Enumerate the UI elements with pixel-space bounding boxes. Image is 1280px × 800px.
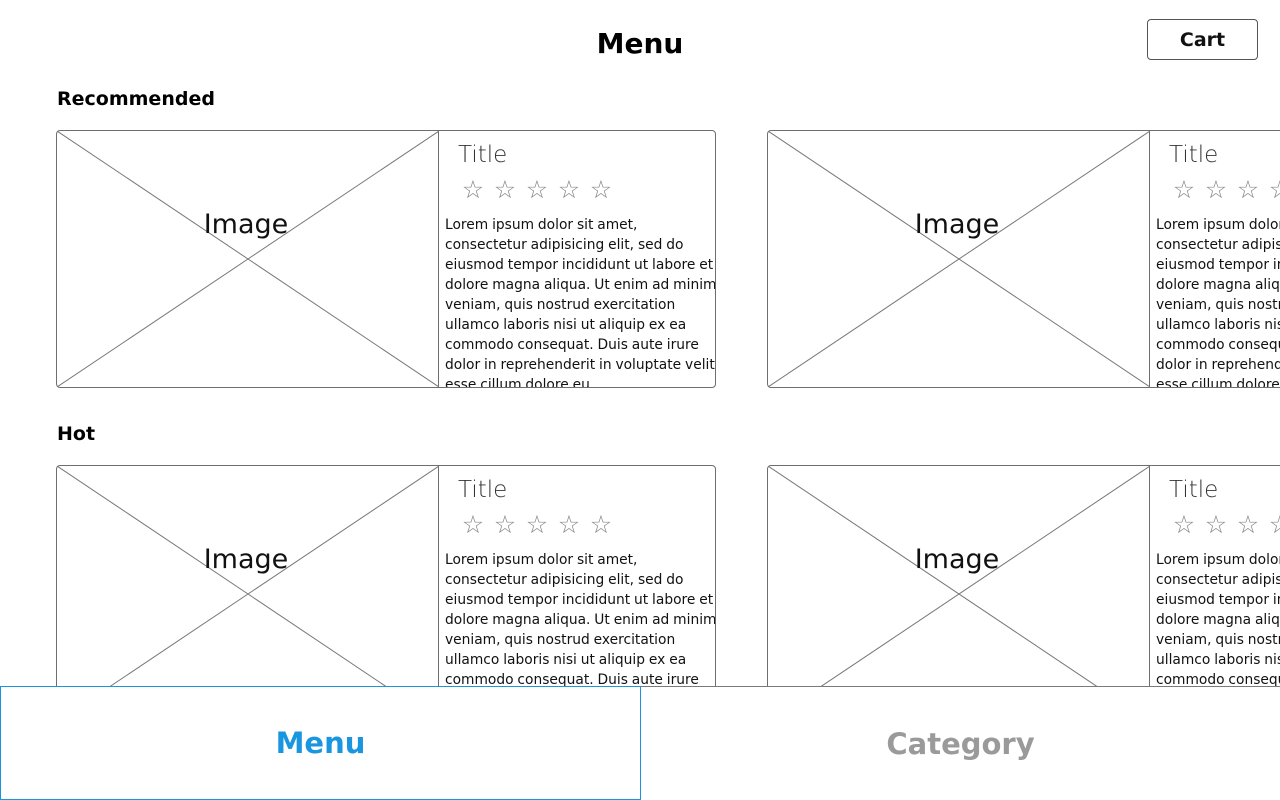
card-title: Title [1169, 477, 1219, 503]
tab-menu[interactable]: Menu [0, 686, 641, 800]
menu-item-card[interactable]: Image Title ☆ ☆ ☆ ☆ ☆ Lorem ipsum dolor … [767, 130, 1280, 388]
star-outline-icon[interactable]: ☆ [1204, 510, 1228, 539]
image-label: Image [203, 544, 289, 575]
star-outline-icon[interactable]: ☆ [461, 175, 485, 204]
card-description: Lorem ipsum dolor sit amet, consectetur … [1156, 217, 1280, 388]
star-outline-icon[interactable]: ☆ [461, 510, 485, 539]
page-title: Menu [596, 27, 684, 60]
image-placeholder-icon: Image [768, 131, 1150, 387]
star-rating[interactable]: ☆ ☆ ☆ ☆ ☆ [1168, 175, 1280, 205]
star-outline-icon[interactable]: ☆ [493, 510, 517, 539]
star-outline-icon[interactable]: ☆ [589, 175, 613, 204]
card-title: Title [458, 477, 508, 503]
image-label: Image [914, 209, 1000, 240]
star-outline-icon[interactable]: ☆ [1236, 510, 1260, 539]
image-placeholder-icon: Image [57, 131, 439, 387]
image-label: Image [914, 544, 1000, 575]
star-rating[interactable]: ☆ ☆ ☆ ☆ ☆ [1168, 510, 1280, 540]
image-placeholder-icon: Image [768, 466, 1150, 722]
star-outline-icon[interactable]: ☆ [525, 510, 549, 539]
menu-item-card[interactable]: Image Title ☆ ☆ ☆ ☆ ☆ Lorem ipsum dolor … [56, 465, 716, 723]
star-outline-icon[interactable]: ☆ [1172, 175, 1196, 204]
star-outline-icon[interactable]: ☆ [1264, 510, 1280, 540]
star-outline-icon[interactable]: ☆ [557, 510, 581, 539]
image-placeholder-cross [768, 131, 1150, 387]
section-heading-hot: Hot [57, 423, 96, 445]
star-outline-icon[interactable]: ☆ [493, 175, 517, 204]
bottom-tab-bar: Menu Category [0, 686, 1280, 800]
image-placeholder-icon: Image [57, 466, 439, 722]
tab-category[interactable]: Category [641, 686, 1280, 800]
star-rating[interactable]: ☆ ☆ ☆ ☆ ☆ [457, 510, 617, 540]
image-label: Image [203, 209, 289, 240]
image-placeholder-cross [57, 131, 439, 387]
menu-item-card[interactable]: Image Title ☆ ☆ ☆ ☆ ☆ Lorem ipsum dolor … [767, 465, 1280, 723]
star-rating[interactable]: ☆ ☆ ☆ ☆ ☆ [457, 175, 617, 205]
star-outline-icon[interactable]: ☆ [557, 175, 581, 204]
image-placeholder-cross [57, 466, 439, 722]
star-outline-icon[interactable]: ☆ [525, 175, 549, 204]
card-title: Title [1169, 142, 1219, 168]
menu-item-card[interactable]: Image Title ☆ ☆ ☆ ☆ ☆ Lorem ipsum dolor … [56, 130, 716, 388]
star-outline-icon[interactable]: ☆ [1172, 510, 1196, 539]
cart-button[interactable]: Cart [1147, 19, 1258, 60]
section-heading-recommended: Recommended [57, 88, 215, 110]
card-description: Lorem ipsum dolor sit amet, consectetur … [445, 217, 716, 388]
star-outline-icon[interactable]: ☆ [589, 510, 613, 539]
star-outline-icon[interactable]: ☆ [1236, 175, 1260, 204]
image-placeholder-cross [768, 466, 1150, 722]
star-outline-icon[interactable]: ☆ [1204, 175, 1228, 204]
card-title: Title [458, 142, 508, 168]
star-outline-icon[interactable]: ☆ [1264, 175, 1280, 205]
